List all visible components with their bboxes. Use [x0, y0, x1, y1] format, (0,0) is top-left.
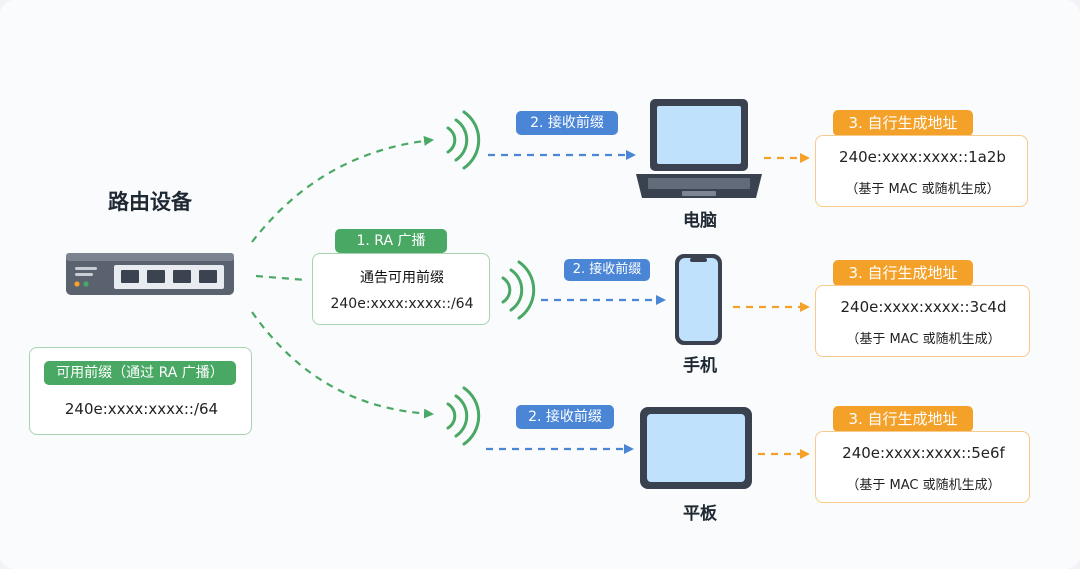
- ra-box: 通告可用前缀 240e:xxxx:xxxx::/64: [312, 253, 490, 325]
- prefix-panel: 可用前缀（通过 RA 广播） 240e:xxxx:xxxx::/64: [29, 347, 252, 435]
- receive-badge-tablet: 2. 接收前缀: [516, 405, 614, 429]
- address-box-tablet: 240e:xxxx:xxxx::5e6f （基于 MAC 或随机生成）: [815, 431, 1030, 503]
- address-laptop: 240e:xxxx:xxxx::1a2b: [839, 148, 1006, 166]
- address-phone: 240e:xxxx:xxxx::3c4d: [840, 298, 1007, 316]
- address-note-phone: （基于 MAC 或随机生成）: [846, 332, 1001, 347]
- generate-badge-tablet: 3. 自行生成地址: [833, 406, 973, 432]
- signal-waves-middle-icon: [501, 260, 536, 320]
- address-tablet: 240e:xxxx:xxxx::5e6f: [842, 444, 1005, 462]
- signal-waves-top-icon: [446, 110, 481, 170]
- laptop-icon: [636, 99, 762, 198]
- router-title: 路由设备: [108, 190, 192, 214]
- receive-badge-phone: 2. 接收前缀: [564, 259, 650, 281]
- signal-waves-bottom-icon: [446, 386, 481, 446]
- prefix-panel-title: 可用前缀（通过 RA 广播）: [44, 361, 236, 385]
- broadcast-curve-top: [251, 135, 434, 243]
- receive-badge-laptop: 2. 接收前缀: [516, 111, 618, 135]
- prefix-panel-value: 240e:xxxx:xxxx::/64: [64, 400, 219, 418]
- address-note-tablet: （基于 MAC 或随机生成）: [846, 478, 1001, 493]
- ra-box-title: 通告可用前缀: [360, 270, 444, 286]
- tablet-icon: [640, 407, 752, 489]
- device-label-laptop: 电脑: [683, 211, 717, 231]
- broadcast-line-middle: [255, 274, 307, 282]
- generate-badge-laptop: 3. 自行生成地址: [833, 110, 973, 136]
- phone-icon: [675, 254, 722, 345]
- device-label-phone: 手机: [683, 356, 717, 376]
- device-label-tablet: 平板: [683, 504, 717, 524]
- address-box-laptop: 240e:xxxx:xxxx::1a2b （基于 MAC 或随机生成）: [815, 135, 1028, 207]
- router-icon: [66, 253, 234, 295]
- generate-badge-phone: 3. 自行生成地址: [833, 260, 973, 286]
- address-box-phone: 240e:xxxx:xxxx::3c4d （基于 MAC 或随机生成）: [815, 285, 1030, 357]
- ra-box-value: 240e:xxxx:xxxx::/64: [330, 296, 474, 312]
- address-note-laptop: （基于 MAC 或随机生成）: [845, 182, 1000, 197]
- ra-badge: 1. RA 广播: [335, 229, 447, 253]
- broadcast-curve-bottom: [251, 311, 434, 419]
